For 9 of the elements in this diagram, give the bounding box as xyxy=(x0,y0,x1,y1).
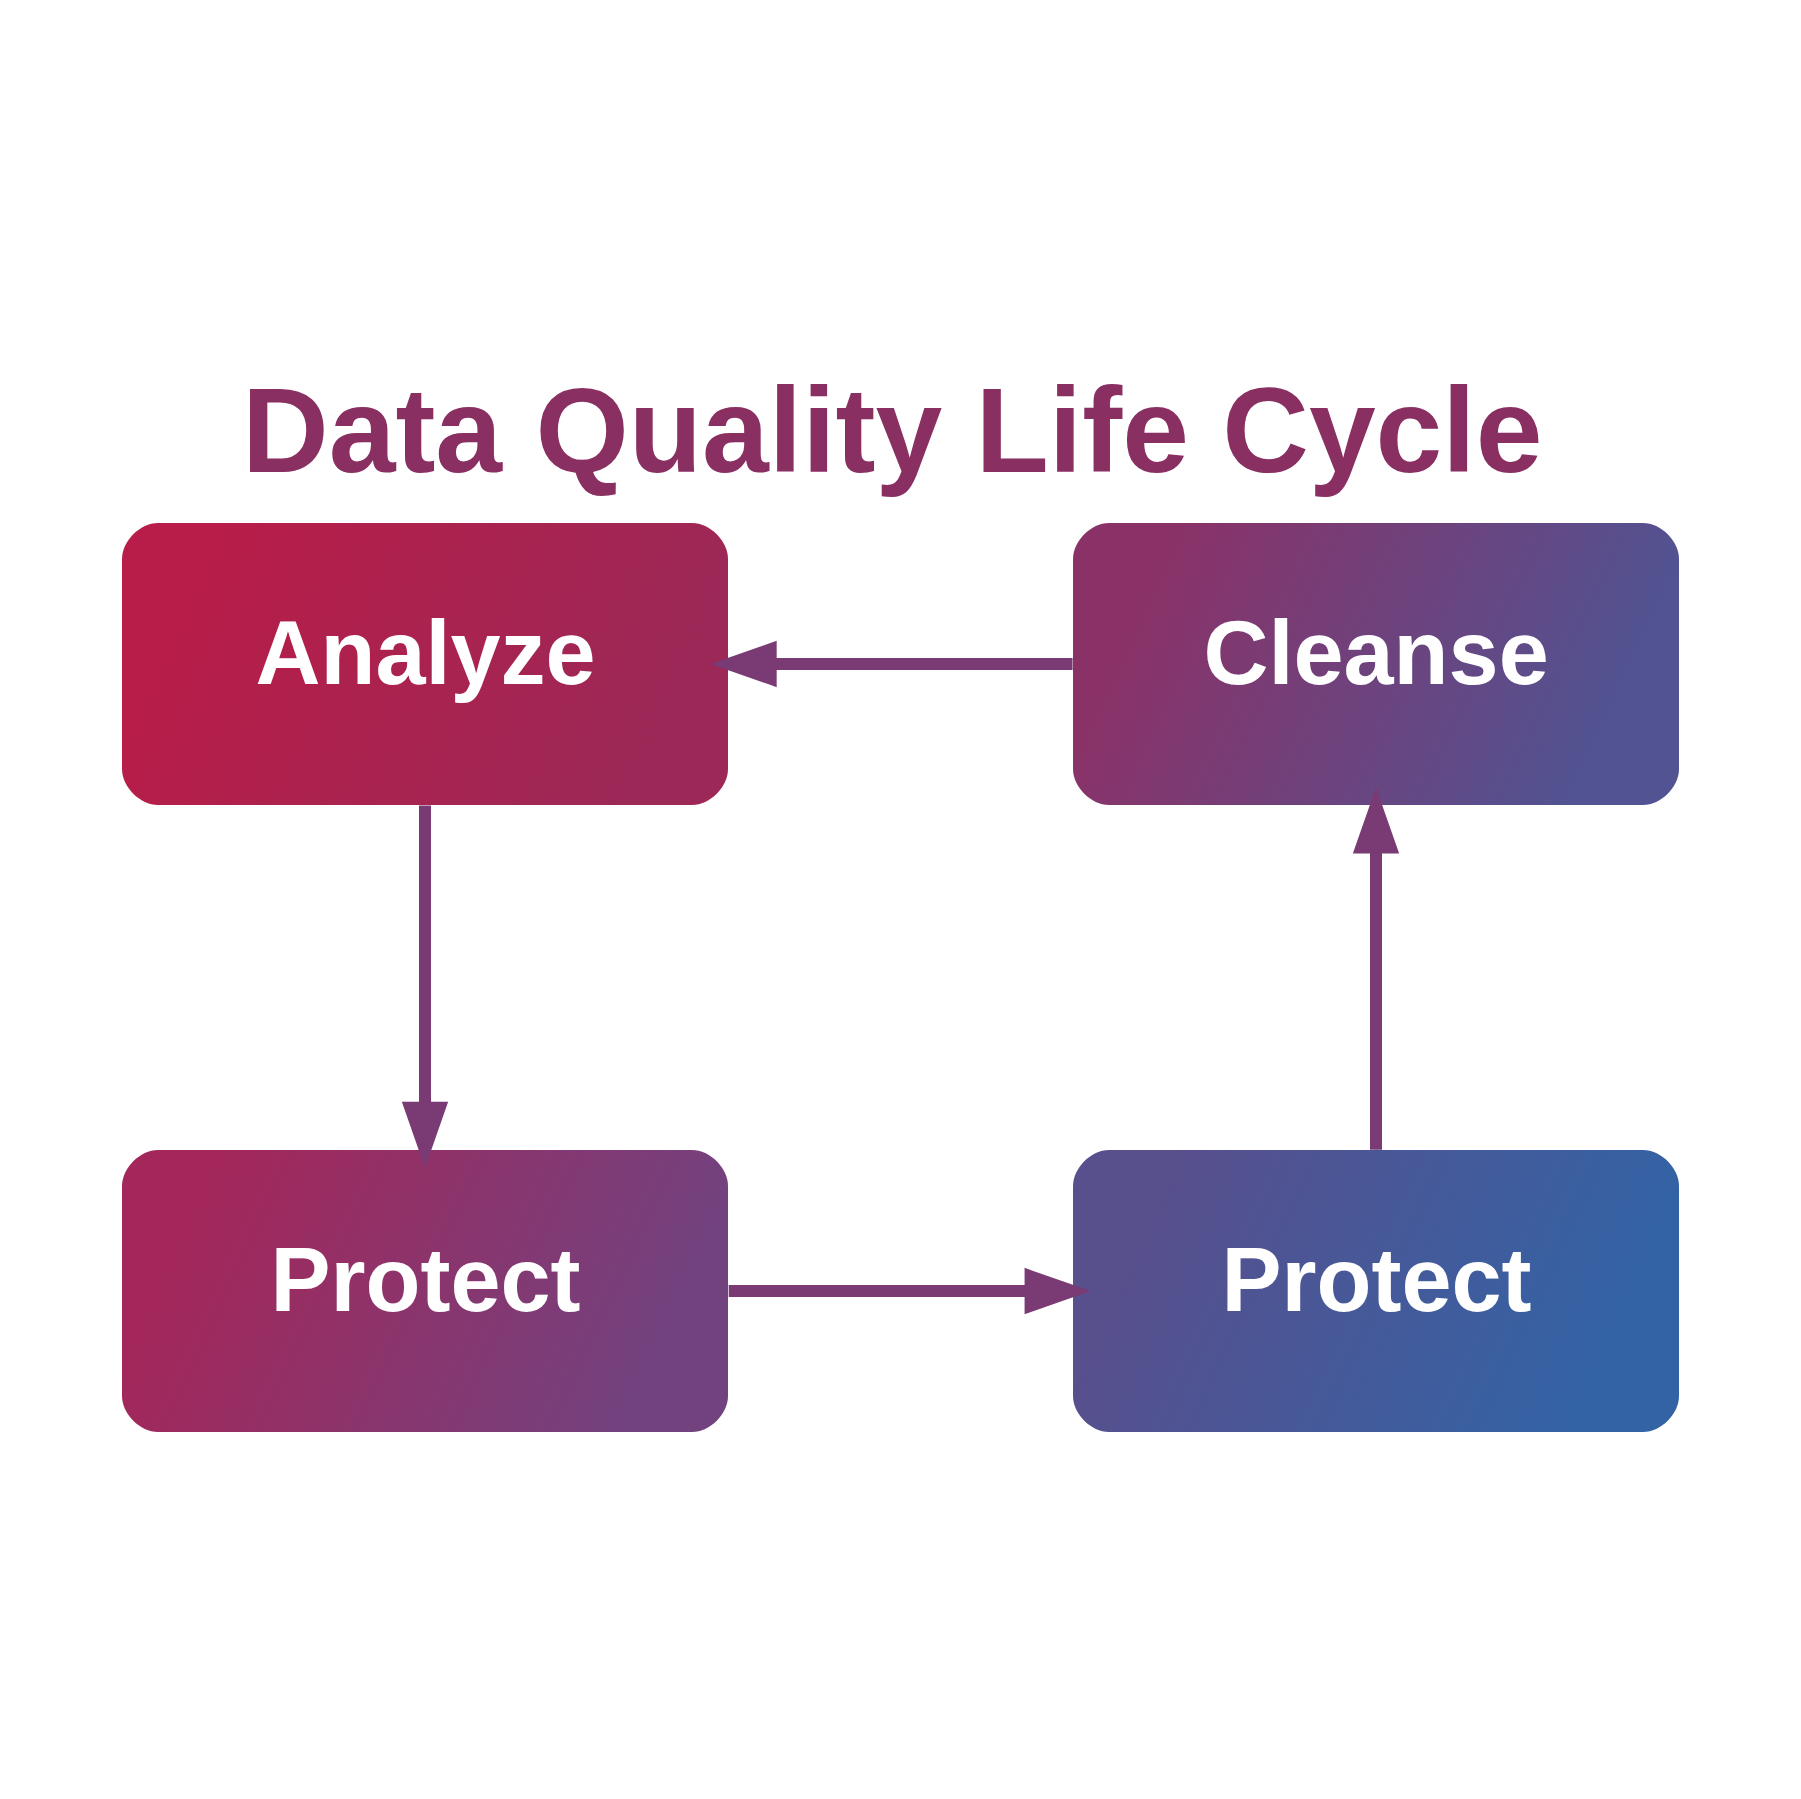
node-box: Protect xyxy=(122,1150,728,1432)
arrow xyxy=(401,805,449,1168)
arrow xyxy=(728,1267,1091,1315)
node-box: Analyze xyxy=(122,523,728,805)
arrow xyxy=(710,640,1073,688)
node-box: Protect xyxy=(1073,1150,1679,1432)
arrow xyxy=(1352,787,1400,1150)
node-box: Cleanse xyxy=(1073,523,1679,805)
diagram-title: Data Quality Life Cycle xyxy=(242,363,1543,497)
